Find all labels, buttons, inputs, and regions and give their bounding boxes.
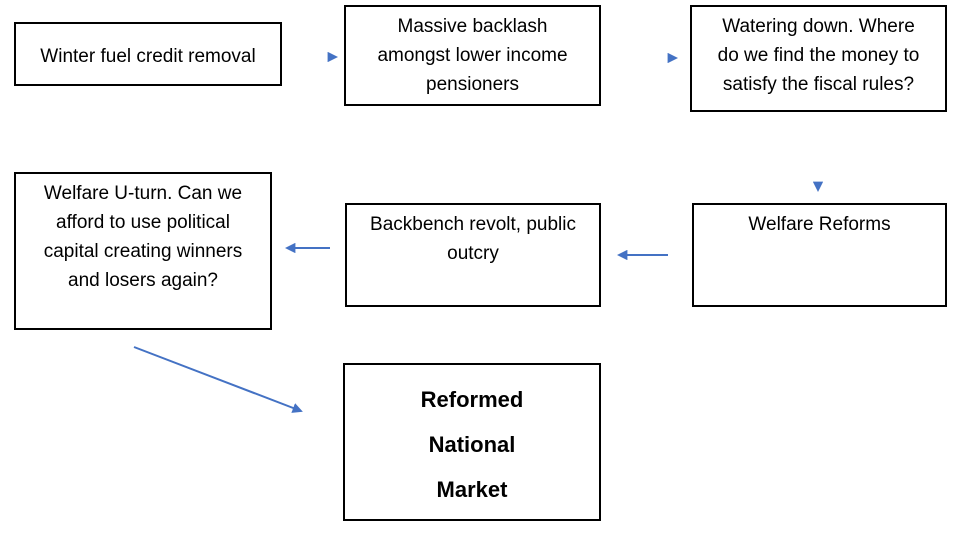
node-welfare-reforms[interactable]: Welfare Reforms bbox=[692, 203, 947, 307]
node-label: Winter fuel credit removal bbox=[40, 45, 256, 67]
node-winter-fuel-credit-removal[interactable]: Winter fuel credit removal bbox=[14, 22, 282, 86]
node-reformed-national-market[interactable]: Reformed National Market bbox=[343, 363, 601, 521]
arrow-welfare-uturn-to-reformed-market bbox=[133, 346, 303, 413]
node-backbench-revolt[interactable]: Backbench revolt, public outcry bbox=[345, 203, 601, 307]
node-label: Welfare Reforms bbox=[748, 214, 891, 235]
node-label: Backbench revolt, public outcry bbox=[370, 214, 576, 264]
node-massive-backlash[interactable]: Massive backlash amongst lower income pe… bbox=[344, 5, 601, 106]
node-welfare-u-turn[interactable]: Welfare U-turn. Can we afford to use pol… bbox=[14, 172, 272, 330]
node-label: Watering down. Where do we find the mone… bbox=[717, 16, 920, 95]
node-label: Welfare U-turn. Can we afford to use pol… bbox=[43, 183, 243, 291]
node-label: Reformed National Market bbox=[420, 387, 524, 503]
node-label: Massive backlash amongst lower income pe… bbox=[377, 16, 568, 95]
node-watering-down[interactable]: Watering down. Where do we find the mone… bbox=[690, 5, 947, 112]
